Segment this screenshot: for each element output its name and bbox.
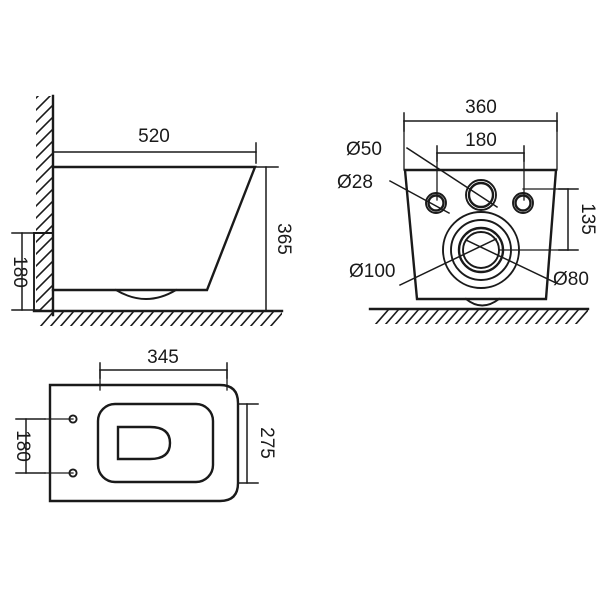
top-seat-outline bbox=[48, 383, 240, 503]
hole-dia-28-left bbox=[425, 192, 447, 214]
side-pan-outline bbox=[51, 165, 257, 292]
dim-345: 345 bbox=[99, 347, 228, 391]
dim-365-label: 365 bbox=[273, 223, 294, 255]
side-view-group: 520 365 180 bbox=[9, 94, 294, 326]
dim-360-label: 360 bbox=[465, 97, 497, 118]
side-outlet-curve bbox=[114, 288, 178, 300]
dim-135: 135 bbox=[499, 188, 598, 251]
dim-180-front-label: 180 bbox=[465, 130, 497, 151]
hole-dia-28-right bbox=[512, 192, 534, 214]
outlet-concentric-circles bbox=[442, 211, 520, 289]
leader-dia-28 bbox=[388, 179, 451, 215]
leader-dia-80 bbox=[464, 238, 558, 285]
top-view-group: 345 275 180 bbox=[12, 347, 277, 503]
dim-275-label: 275 bbox=[256, 427, 277, 459]
top-d-shape-detail bbox=[116, 425, 172, 461]
dim-180-front: 180 bbox=[436, 130, 525, 201]
dim-180-top: 180 bbox=[12, 418, 74, 474]
front-outlet-bulge bbox=[464, 297, 501, 307]
callout-dia-80-label: Ø80 bbox=[553, 269, 589, 290]
callout-dia-50-label: Ø50 bbox=[346, 139, 382, 160]
callout-dia-28-label: Ø28 bbox=[337, 172, 373, 193]
dim-520: 520 bbox=[52, 126, 257, 173]
dim-360: 360 bbox=[403, 97, 558, 171]
front-view-group: 360 180 135 Ø50 Ø28 Ø100 Ø80 bbox=[337, 97, 598, 324]
dim-275: 275 bbox=[238, 403, 277, 484]
side-floor-hatching bbox=[39, 310, 282, 326]
dim-180-top-label: 180 bbox=[12, 430, 33, 462]
top-bowl-opening bbox=[96, 402, 215, 484]
dim-520-label: 520 bbox=[138, 126, 170, 147]
callout-dia-100-label: Ø100 bbox=[349, 261, 395, 282]
dim-365: 365 bbox=[255, 166, 294, 312]
leader-dia-50 bbox=[405, 146, 499, 209]
dim-345-label: 345 bbox=[147, 347, 179, 368]
hole-dia-50 bbox=[465, 179, 497, 211]
dim-180-side: 180 bbox=[9, 232, 41, 311]
dim-135-label: 135 bbox=[577, 203, 598, 235]
dim-180-side-label: 180 bbox=[9, 256, 30, 288]
front-pan-outline bbox=[403, 168, 558, 301]
front-floor-hatching bbox=[374, 308, 588, 324]
